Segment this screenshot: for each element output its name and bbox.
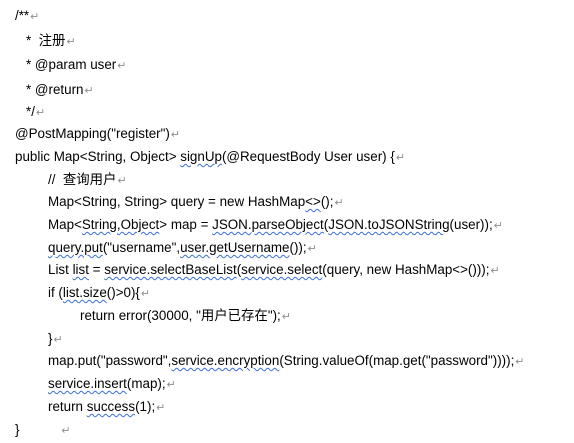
code-text: /** xyxy=(15,8,30,23)
code-text: } xyxy=(15,422,61,437)
paragraph-mark-icon: ↵ xyxy=(307,243,317,255)
paragraph-mark-icon: ↵ xyxy=(334,197,344,209)
paragraph-mark-icon: ↵ xyxy=(493,220,503,232)
code-line: @PostMapping("register")↵ xyxy=(15,126,180,143)
spellcheck-flagged-text: service.selectBaseList xyxy=(104,262,237,277)
code-text: @PostMapping("register") xyxy=(15,126,170,141)
paragraph-mark-icon: ↵ xyxy=(61,425,71,437)
paragraph-mark-icon: ↵ xyxy=(490,265,500,277)
code-text: (user)); xyxy=(449,217,493,232)
spellcheck-flagged-text: String,Object xyxy=(81,217,160,232)
spellcheck-flagged-text: service.select xyxy=(241,262,323,277)
paragraph-mark-icon: ↵ xyxy=(156,402,166,414)
code-line: }↵ xyxy=(48,331,63,348)
paragraph-mark-icon: ↵ xyxy=(515,356,525,368)
spellcheck-flagged-text: JSON.parseObject xyxy=(212,217,324,232)
code-line: } ↵ xyxy=(15,422,71,439)
code-text: } xyxy=(48,331,53,346)
code-line: Map<String, String> query = new HashMap<… xyxy=(48,194,344,211)
code-text: * @param user xyxy=(26,57,117,72)
code-text: ()>0){ xyxy=(106,285,140,300)
code-text: public Map<String, Object> xyxy=(15,149,181,164)
code-text: (@RequestBody User user) { xyxy=(221,149,395,164)
code-line: query.put("username",user.getUsername())… xyxy=(48,240,317,257)
code-line: map.put("password",service.encryption(St… xyxy=(48,353,525,370)
code-text: Map< xyxy=(48,217,82,232)
code-text: List xyxy=(48,262,73,277)
code-line: // 查询用户↵ xyxy=(48,172,127,189)
spellcheck-flagged-text: signUp xyxy=(180,149,222,164)
spellcheck-flagged-text: success xyxy=(86,399,136,414)
spellcheck-flagged-text: service.encryption xyxy=(171,353,280,368)
code-text: return xyxy=(48,399,87,414)
paragraph-mark-icon: ↵ xyxy=(281,311,291,323)
code-text: ( xyxy=(236,262,242,277)
code-text: map.put("password", xyxy=(48,353,172,368)
code-line: public Map<String, Object> signUp(@Reque… xyxy=(15,149,405,166)
code-line: * @param user↵ xyxy=(26,57,126,74)
code-text: (query, new HashMap<>())); xyxy=(322,262,490,277)
spellcheck-flagged-text: list.size xyxy=(62,285,107,300)
code-line: service.insert(map);↵ xyxy=(48,376,176,393)
code-text: = xyxy=(88,262,105,277)
code-text: return error(30000, "用户已存在"); xyxy=(80,308,281,323)
paragraph-mark-icon: ↵ xyxy=(166,379,176,391)
spellcheck-flagged-text: query.put xyxy=(48,240,103,255)
spellcheck-flagged-text: user.getUsername xyxy=(180,240,290,255)
code-text: (); xyxy=(320,194,334,209)
paragraph-mark-icon: ↵ xyxy=(117,60,127,72)
spellcheck-flagged-text: JSON.toJSONString xyxy=(328,217,450,232)
code-text: ()); xyxy=(289,240,307,255)
code-line: return error(30000, "用户已存在");↵ xyxy=(80,308,291,325)
code-text: ( xyxy=(323,217,329,232)
code-line: */↵ xyxy=(26,104,45,121)
code-text: if ( xyxy=(48,285,63,300)
paragraph-mark-icon: ↵ xyxy=(53,334,63,346)
paragraph-mark-icon: ↵ xyxy=(35,107,46,119)
code-line: /**↵ xyxy=(15,8,39,25)
code-line: List list = service.selectBaseList(servi… xyxy=(48,262,500,279)
code-line: Map<String,Object> map = JSON.parseObjec… xyxy=(48,217,503,234)
paragraph-mark-icon: ↵ xyxy=(170,129,181,141)
code-line: * 注册↵ xyxy=(26,33,76,50)
code-text: * 注册 xyxy=(26,33,66,48)
paragraph-mark-icon: ↵ xyxy=(84,85,94,97)
code-text: > map = xyxy=(159,217,213,232)
paragraph-mark-icon: ↵ xyxy=(66,36,76,48)
paragraph-mark-icon: ↵ xyxy=(140,288,151,300)
code-text: Map<String, String> query = new HashMap xyxy=(48,194,306,209)
code-text: */ xyxy=(26,104,35,119)
paragraph-mark-icon: ↵ xyxy=(395,152,406,164)
code-line: * @return↵ xyxy=(26,82,94,99)
spellcheck-flagged-text: list xyxy=(72,262,89,277)
code-text: // 查询用户 xyxy=(48,172,117,187)
code-text: (1); xyxy=(135,399,156,414)
code-line: if (list.size()>0){↵ xyxy=(48,285,150,302)
spellcheck-flagged-text: <> xyxy=(305,194,321,209)
paragraph-mark-icon: ↵ xyxy=(30,11,40,23)
code-text: (map); xyxy=(126,376,166,391)
paragraph-mark-icon: ↵ xyxy=(117,175,127,187)
code-text: * @return xyxy=(26,82,84,97)
code-text: ("username", xyxy=(102,240,181,255)
code-line: return success(1);↵ xyxy=(48,399,165,416)
code-text: (String.valueOf(map.get("password")))); xyxy=(279,353,515,368)
spellcheck-flagged-text: service.insert xyxy=(48,376,127,391)
